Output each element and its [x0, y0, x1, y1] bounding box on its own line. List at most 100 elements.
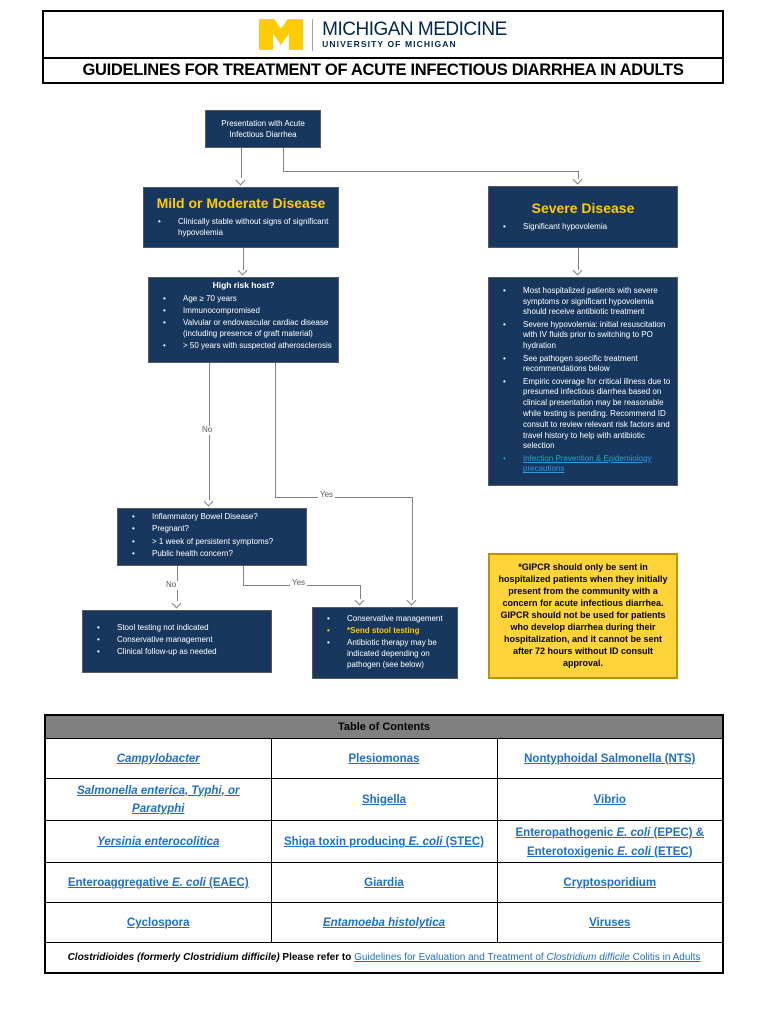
- bullet-text: > 50 years with suspected atherosclerosi…: [183, 341, 332, 351]
- toc-cell: Yersinia enterocolitica: [44, 819, 272, 864]
- toc-cell: Viruses: [496, 902, 724, 944]
- bullet-text: Conservative management: [347, 613, 443, 623]
- toc-cell: Nontyphoidal Salmonella (NTS): [496, 737, 724, 779]
- toc-cell: Cryptosporidium: [496, 862, 724, 904]
- start-node: Presentation with Acute Infectious Diarr…: [205, 110, 321, 148]
- text-segment: E. coli: [616, 826, 651, 839]
- text-segment: (EPEC) & Enterotoxigenic: [526, 826, 704, 858]
- text-link[interactable]: Colitis in Adults: [629, 951, 701, 963]
- toc-link[interactable]: Shigella: [362, 794, 406, 806]
- bullet-item: Public health concern?: [118, 549, 306, 560]
- text-segment: Nontyphoidal Salmonella (NTS): [524, 752, 696, 765]
- toc-cell: Salmonella enterica, Typhi, or Paratyphi: [44, 777, 272, 821]
- toc-cell: Cyclospora: [44, 902, 272, 944]
- bullet-item: > 1 week of persistent symptoms?: [118, 537, 306, 548]
- bullet-item: Immunocompromised: [149, 306, 338, 317]
- toc-link[interactable]: Yersinia enterocolitica: [97, 836, 219, 848]
- questions-bullets: Inflammatory Bowel Disease?Pregnant? > 1 …: [118, 511, 306, 562]
- toc-link[interactable]: Shiga toxin producing E. coli (STEC): [284, 836, 484, 848]
- text-segment: (STEC): [442, 836, 484, 849]
- high-risk-title: High risk host?: [212, 280, 275, 290]
- bullet-text: Stool testing not indicated: [117, 622, 209, 632]
- toc-cell: Enteroaggregative E. coli (EAEC): [44, 862, 272, 904]
- toc-link[interactable]: Entamoeba histolytica: [323, 917, 445, 929]
- bullet-link[interactable]: Infection Prevention & Epidemiology prec…: [489, 454, 677, 476]
- mild-moderate-bullets: Clinically stable without signs of signi…: [144, 215, 338, 240]
- toc-link[interactable]: Giardia: [364, 877, 404, 889]
- text-segment: Clostridium difficile: [183, 951, 277, 963]
- text-segment: ): [276, 951, 283, 963]
- bullet-text: Conservative management: [117, 635, 213, 645]
- toc-title: Table of Contents: [44, 714, 724, 739]
- cdiff-note: Clostridioides (formerly Clostridium dif…: [44, 942, 724, 974]
- text-segment: (EAEC): [205, 877, 249, 890]
- high-risk-bullets: Age ≥ 70 yearsImmunocompromisedValvular …: [149, 292, 338, 353]
- toc-link[interactable]: Enteroaggregative E. coli (EAEC): [68, 877, 249, 889]
- questions-node: Inflammatory Bowel Disease?Pregnant? > 1 …: [117, 508, 307, 566]
- bullet-text: Empiric coverage for critical illness du…: [523, 376, 671, 451]
- text-segment: Plesiomonas: [348, 752, 420, 765]
- bullet-item: *Send stool testing: [313, 626, 457, 637]
- connector-line: [275, 497, 412, 498]
- text-link[interactable]: Guidelines for Evaluation and Treatment …: [354, 951, 547, 963]
- bullet-text: Pregnant?: [152, 524, 189, 534]
- toc-link[interactable]: Vibrio: [594, 794, 626, 806]
- bullet-item: Conservative management: [313, 614, 457, 625]
- bullet-item: Inflammatory Bowel Disease?: [118, 512, 306, 523]
- severe-node: Severe Disease Significant hypovolemia: [488, 186, 678, 248]
- page-title: GUIDELINES FOR TREATMENT OF ACUTE INFECT…: [44, 57, 722, 82]
- toc-link[interactable]: Nontyphoidal Salmonella (NTS): [524, 753, 695, 765]
- start-node-label: Presentation with Acute Infectious Diarr…: [221, 118, 305, 139]
- toc-link[interactable]: Viruses: [589, 917, 630, 929]
- no-testing-node: Stool testing not indicatedConservative …: [82, 610, 272, 673]
- text-link[interactable]: Clostridium difficile: [546, 951, 630, 963]
- conservative-node: Conservative management *Send stool testi…: [312, 607, 458, 679]
- toc-link[interactable]: Enteropathogenic E. coli (EPEC) & Entero…: [516, 827, 705, 858]
- connector-line: [360, 585, 361, 599]
- bullet-text: *Send stool testing: [347, 625, 420, 635]
- bullet-text: Clinical follow-up as needed: [117, 647, 217, 657]
- text-segment: E. coli: [408, 836, 443, 849]
- bullet-text: See pathogen specific treatment recommen…: [523, 353, 638, 374]
- bullet-item: Most hospitalized patients with severe s…: [489, 286, 677, 318]
- bullet-text: Age ≥ 70 years: [183, 293, 237, 303]
- toc-row: Enteroaggregative E. coli (EAEC) Giardia C…: [44, 862, 724, 904]
- connector-line: [275, 363, 276, 497]
- toc-cell: Plesiomonas: [270, 737, 498, 779]
- toc-link[interactable]: Salmonella enterica, Typhi, or Paratyphi: [77, 785, 240, 816]
- bullet-text: Clinically stable without signs of signi…: [178, 216, 329, 237]
- severe-detail-node: Most hospitalized patients with severe s…: [488, 277, 678, 486]
- document-header: MICHIGAN MEDICINE UNIVERSITY OF MICHIGAN…: [42, 10, 724, 84]
- toc-link[interactable]: Plesiomonas: [349, 753, 420, 765]
- bullet-item: Severe hypovolemia: initial resuscitatio…: [489, 320, 677, 352]
- bullet-item: Pregnant?: [118, 524, 306, 535]
- bullet-text: Public health concern?: [152, 549, 233, 559]
- severe-bullets: Significant hypovolemia: [489, 220, 677, 234]
- toc-row: Campylobacter Plesiomonas Nontyphoidal Sal…: [44, 737, 724, 779]
- toc-row: Cyclospora Entamoeba histolytica Viruses: [44, 902, 724, 944]
- bullet-text: Severe hypovolemia: initial resuscitatio…: [523, 319, 666, 351]
- text-segment: Salmonella enterica, Typhi, or Paratyphi: [76, 784, 240, 816]
- connector-line: [283, 171, 579, 172]
- toc-link[interactable]: Cryptosporidium: [563, 877, 656, 889]
- bullet-item: Empiric coverage for critical illness du…: [489, 377, 677, 453]
- arrow-down-icon: [237, 265, 248, 276]
- toc-cell: Entamoeba histolytica: [270, 902, 498, 944]
- mild-moderate-node: Mild or Moderate Disease Clinically stab…: [143, 187, 339, 248]
- high-risk-node: High risk host? Age ≥ 70 yearsImmunocomp…: [148, 277, 339, 363]
- arrow-down-icon: [406, 595, 417, 606]
- text-segment: E. coli: [617, 845, 651, 858]
- toc-link[interactable]: Cyclospora: [127, 917, 190, 929]
- bullet-item: Significant hypovolemia: [489, 222, 677, 233]
- edge-label-no: No: [164, 580, 179, 590]
- bullet-item: > 50 years with suspected atherosclerosi…: [149, 341, 338, 352]
- connector-line: [241, 148, 242, 178]
- gipcr-warning-text: *GIPCR should only be sent in hospitaliz…: [498, 562, 668, 668]
- toc-cell: Shiga toxin producing E. coli (STEC): [270, 819, 498, 864]
- text-segment: Viruses: [589, 917, 631, 930]
- severe-detail-bullets: Most hospitalized patients with severe s…: [489, 284, 677, 477]
- toc-link[interactable]: Campylobacter: [117, 753, 200, 765]
- bullet-text: Antibiotic therapy may be indicated depe…: [347, 638, 437, 669]
- toc-row: Yersinia enterocolitica Shiga toxin produ…: [44, 819, 724, 864]
